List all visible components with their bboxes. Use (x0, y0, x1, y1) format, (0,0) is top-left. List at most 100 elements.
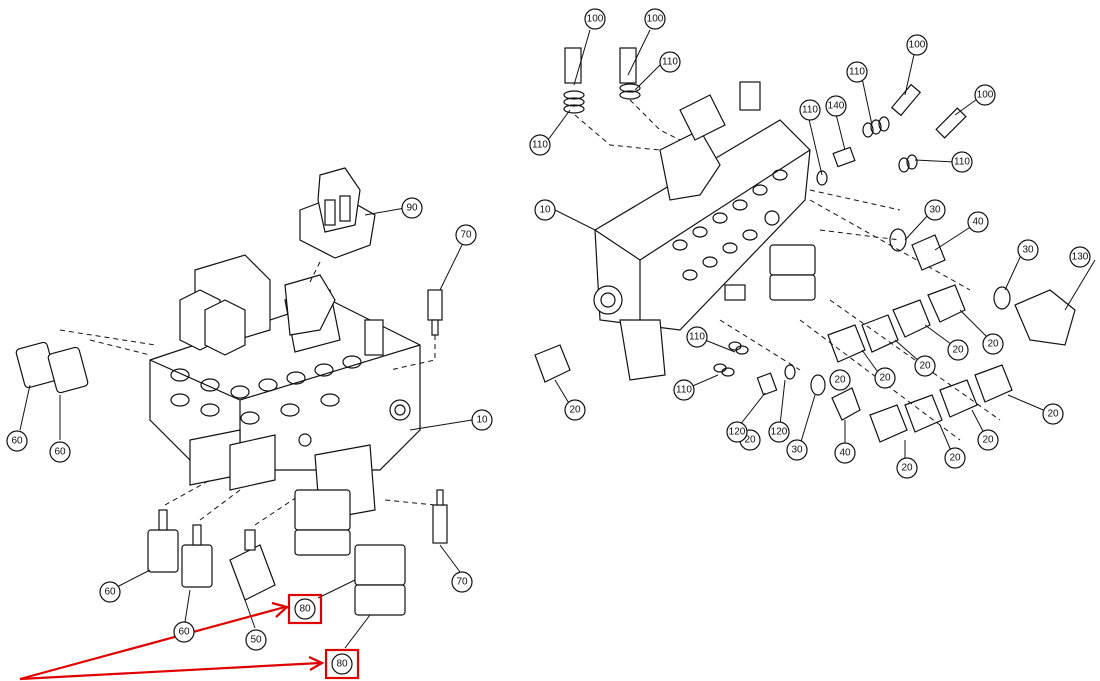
callout-label: 100 (977, 90, 994, 101)
callout-label: 120 (729, 427, 746, 438)
callout-right-n20h: 20 (944, 447, 966, 469)
right-fittings-30-40-130 (810, 228, 1076, 421)
callout-circle (49, 441, 71, 463)
callout-right-n110g: 110 (673, 379, 695, 401)
callout-right-n40a: 40 (967, 211, 989, 233)
callout-label: 20 (834, 375, 846, 386)
callout-circle (451, 571, 473, 593)
callout-label: 110 (676, 385, 692, 396)
callout-label: 20 (987, 339, 999, 350)
callout-label: 110 (689, 332, 705, 343)
left-part-70-lower (384, 489, 448, 544)
callout-left-n80a: 80 (294, 598, 316, 620)
callout-circle (977, 429, 999, 451)
callout-label: 20 (982, 435, 994, 446)
callout-circle (401, 197, 423, 219)
left-valve-assembly (15, 167, 473, 649)
callout-label: 90 (406, 203, 418, 214)
callout-right-n20e: 20 (564, 399, 586, 421)
callout-circle (874, 367, 896, 389)
callout-left-n10: 10 (471, 409, 493, 431)
callout-right-n100b: 100 (644, 8, 666, 30)
callout-label: 110 (532, 140, 548, 151)
left-part-50 (229, 494, 301, 601)
callout-label: 80 (336, 659, 348, 670)
callout-left-n70a: 70 (455, 224, 477, 246)
callout-circle (673, 379, 695, 401)
callout-left-n60b: 60 (49, 441, 71, 463)
callout-circle (173, 621, 195, 643)
callout-label: 60 (54, 447, 66, 458)
callout-circle (659, 51, 681, 73)
callout-circle (974, 84, 996, 106)
callout-left-n80b: 80 (331, 653, 353, 675)
callout-label: 100 (647, 14, 664, 25)
callout-label: 60 (104, 587, 116, 598)
left-part-60-lower (147, 479, 241, 588)
callout-label: 20 (901, 463, 913, 474)
callout-circle (896, 457, 918, 479)
callout-circle (529, 134, 551, 156)
right-valve-body (593, 81, 816, 381)
callout-left-n60a: 60 (6, 430, 28, 452)
callout-right-n10: 10 (534, 199, 556, 221)
callout-circle (829, 369, 851, 391)
highlight-box-80-lower (324, 648, 360, 680)
callout-circle (564, 399, 586, 421)
callout-circle (1042, 403, 1064, 425)
callout-right-n40b: 40 (834, 442, 856, 464)
callout-left-n90: 90 (401, 197, 423, 219)
callout-right-n30c: 30 (786, 439, 808, 461)
callout-circle (455, 224, 477, 246)
callout-right-n120b: 120 (768, 421, 790, 443)
callout-right-n30b: 30 (1017, 239, 1039, 261)
callout-right-n110a: 110 (659, 51, 681, 73)
callout-right-n110d: 110 (799, 99, 821, 121)
callout-label: 110 (662, 57, 678, 68)
callout-right-n20k: 20 (829, 369, 851, 391)
callout-left-n70b: 70 (451, 571, 473, 593)
highlight-arrow-upper-head (271, 601, 290, 618)
left-leader-lines (19, 207, 473, 649)
callout-label: 60 (178, 627, 190, 638)
callout-label: 20 (949, 453, 961, 464)
callout-right-n20c: 20 (914, 355, 936, 377)
left-valve-body (149, 254, 421, 521)
callout-circle (768, 421, 790, 443)
callout-label: 40 (972, 217, 984, 228)
right-valve-assembly (534, 29, 1096, 462)
left-part-90 (284, 167, 376, 336)
callout-circle (686, 326, 708, 348)
callout-circle (331, 653, 353, 675)
callout-label: 100 (587, 14, 604, 25)
callout-circle (786, 439, 808, 461)
callout-label: 20 (919, 361, 931, 372)
callout-right-n110b: 110 (529, 134, 551, 156)
callout-circle (914, 355, 936, 377)
right-side-bolts (809, 83, 971, 291)
callout-right-n140: 140 (825, 95, 847, 117)
callout-label: 60 (11, 436, 23, 447)
callout-circle (846, 61, 868, 83)
callout-label: 30 (791, 445, 803, 456)
callout-label: 80 (299, 604, 311, 615)
callout-right-n110e: 110 (951, 151, 973, 173)
callout-circle (534, 199, 556, 221)
callout-label: 50 (250, 635, 262, 646)
callout-left-n60d: 60 (173, 621, 195, 643)
callout-right-n110c: 110 (846, 61, 868, 83)
callout-left-n50: 50 (245, 629, 267, 651)
callout-label: 20 (952, 345, 964, 356)
callout-right-n130: 130 (1069, 246, 1091, 268)
callout-label: 120 (771, 427, 788, 438)
callout-label: 10 (539, 205, 551, 216)
callout-right-n30a: 30 (924, 199, 946, 221)
highlight-arrow-lower (19, 661, 321, 681)
callout-label: 40 (839, 448, 851, 459)
callout-circle (951, 151, 973, 173)
right-fittings-20 (534, 284, 1013, 443)
callout-label: 110 (802, 105, 818, 116)
callout-label: 30 (1022, 245, 1034, 256)
right-parts-110-120 (713, 319, 801, 396)
